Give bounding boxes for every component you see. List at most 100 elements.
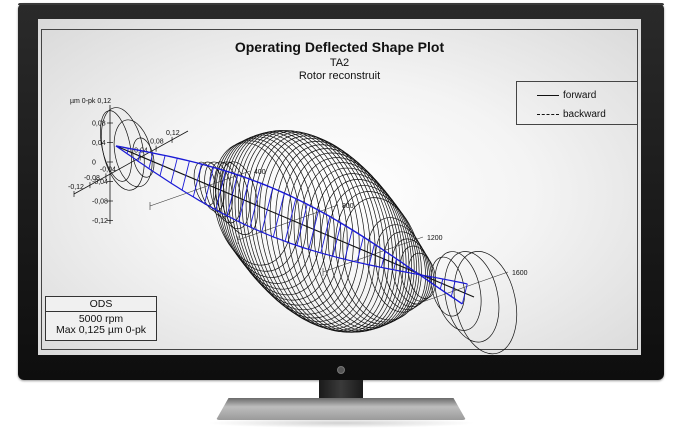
rotor-ring [238,130,354,315]
deflection-hatch [393,258,397,270]
rotor-ring [193,161,217,206]
deflection-hatch [439,278,444,290]
plot-subtitle-1: TA2 [329,57,350,69]
info-speed: 5000 rpm [78,313,124,325]
deflection-hatch [261,187,274,233]
rotor-ring [391,238,432,305]
rotor-ring [204,161,233,218]
rotor-ring [234,130,348,311]
rotor-ring [259,135,381,330]
rotor-ring [306,167,410,330]
axis-gauge: µm 0-pk 0,120,080,040-0,04-0,08-0,12-0,1… [68,98,189,225]
plot-title: Operating Deflected Shape Plot [234,39,445,55]
rotor-ring [444,251,500,343]
backward-line-swatch [537,114,559,115]
deflection-hatch [405,266,408,273]
rotor-ring [375,224,428,310]
rotor-ring [430,256,465,317]
deflection-hatch [159,155,166,177]
rotor-wireframe [100,107,518,355]
rotor-ring [264,137,385,331]
rotor-ring [453,251,518,355]
rotor-ring [366,217,426,313]
vertical-tick-label: 0 [92,160,96,167]
legend-backward-label: backward [563,109,606,120]
rotor-ring [383,231,430,308]
horizontal-axis-line [73,130,189,195]
deflection-hatch [332,222,342,257]
plot-subtitle-2: Rotor reconstruit [298,70,381,82]
deflection-hatch [137,150,142,162]
vertical-tick-label: -0,08 [92,199,108,206]
deflection-hatch [461,283,468,305]
deflection-hatch [320,216,331,254]
rotor-ring [342,197,422,321]
deflection-hatch [308,210,320,250]
rotor-ring [434,251,482,331]
deflection-hatch [380,251,386,268]
rotor-ring [241,130,360,319]
rotor-ring [249,131,371,325]
deflection-hatch [249,183,262,228]
station-label: 1600 [512,270,528,277]
horizontal-tick-label: -0,12 [68,184,84,191]
deflection-hatch [450,281,456,297]
rotor-ring [219,161,259,235]
axis-unit-label: µm 0-pk 0,12 [70,98,111,105]
rotor-ring [269,141,390,332]
deflection-hatch [296,204,308,246]
bezel-highlight [18,3,664,5]
deflection-hatch [204,167,214,204]
screen: Operating Deflected Shape Plot TA2 Rotor… [38,19,641,355]
rotor-ring [113,119,153,188]
rotor-ring [101,107,145,191]
legend-forward: forward [517,90,596,101]
rotor-ring [335,191,420,323]
info-mode: ODS [46,297,156,312]
deflection-hatch [238,178,250,222]
ods-info-box: ODS 5000 rpm Max 0,125 µm 0-pk [45,296,157,341]
deflection-hatch [272,193,285,238]
station-ruler [407,271,509,308]
plot-frame [41,29,638,350]
rotor-ring [399,245,435,302]
rotor-ring [293,157,404,332]
rotor-ring [320,179,415,327]
station-ruler [237,204,339,241]
station-label: 800 [342,203,354,210]
forward-line-swatch [537,95,559,96]
rotor-ring [245,130,366,322]
rotor-ring [220,136,315,284]
horizontal-tick-label: 0,12 [166,130,180,137]
deflection-hatch [284,198,297,242]
rotor-ring [231,130,342,306]
power-led [337,366,345,374]
vertical-tick-label: -0,04 [92,179,108,186]
station-ruler [149,170,251,207]
legend-forward-label: forward [563,90,597,101]
monitor-stand [216,398,466,420]
deflection-hatch [344,229,353,260]
deflection-hatch [368,243,375,266]
legend-backward: backward [517,109,606,120]
station-label: 1200 [427,235,443,242]
info-max: Max 0,125 µm 0-pk [55,324,147,336]
deflection-hatch [226,174,238,216]
deflection-hatch [126,148,129,154]
horizontal-tick-label: -0,08 [84,175,100,182]
deflection-hatch [356,236,364,263]
vertical-tick-label: 0,08 [92,121,106,128]
deflection-hatch [215,170,226,210]
deflection-shape [115,145,468,305]
deflection-hatch [192,163,202,198]
rotor-ods-plot: µm 0-pk 0,120,080,040-0,04-0,08-0,12-0,1… [68,98,528,355]
deflection-hatch [428,276,432,282]
horizontal-tick-label: 0,08 [150,139,164,146]
base-shadow [206,418,476,428]
rotor-ring [214,161,250,230]
rotor-ring [300,162,407,331]
deflection-hatch [170,158,178,184]
station-ruler [322,236,424,273]
monitor-neck [319,380,363,402]
